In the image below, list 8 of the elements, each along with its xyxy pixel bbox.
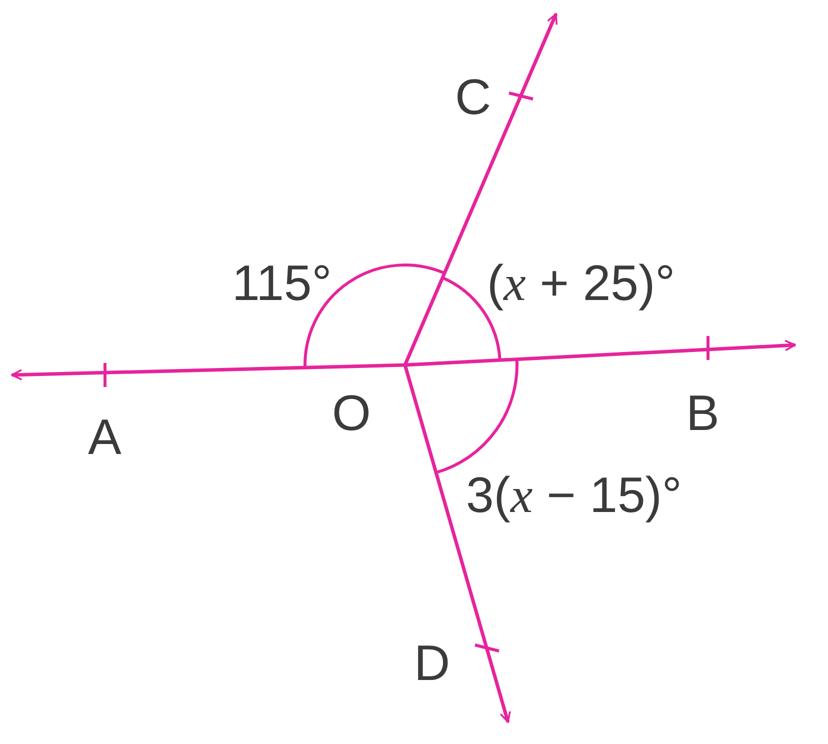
angle-label: (x + 25)° [487, 258, 676, 308]
point-label: O [332, 388, 371, 438]
angle-label: 115° [232, 258, 332, 308]
point-label: C [455, 72, 492, 122]
point-label: A [88, 412, 122, 462]
point-label: B [686, 388, 720, 438]
point-label: D [414, 638, 450, 688]
angle-label: 3(x − 15)° [466, 470, 682, 520]
